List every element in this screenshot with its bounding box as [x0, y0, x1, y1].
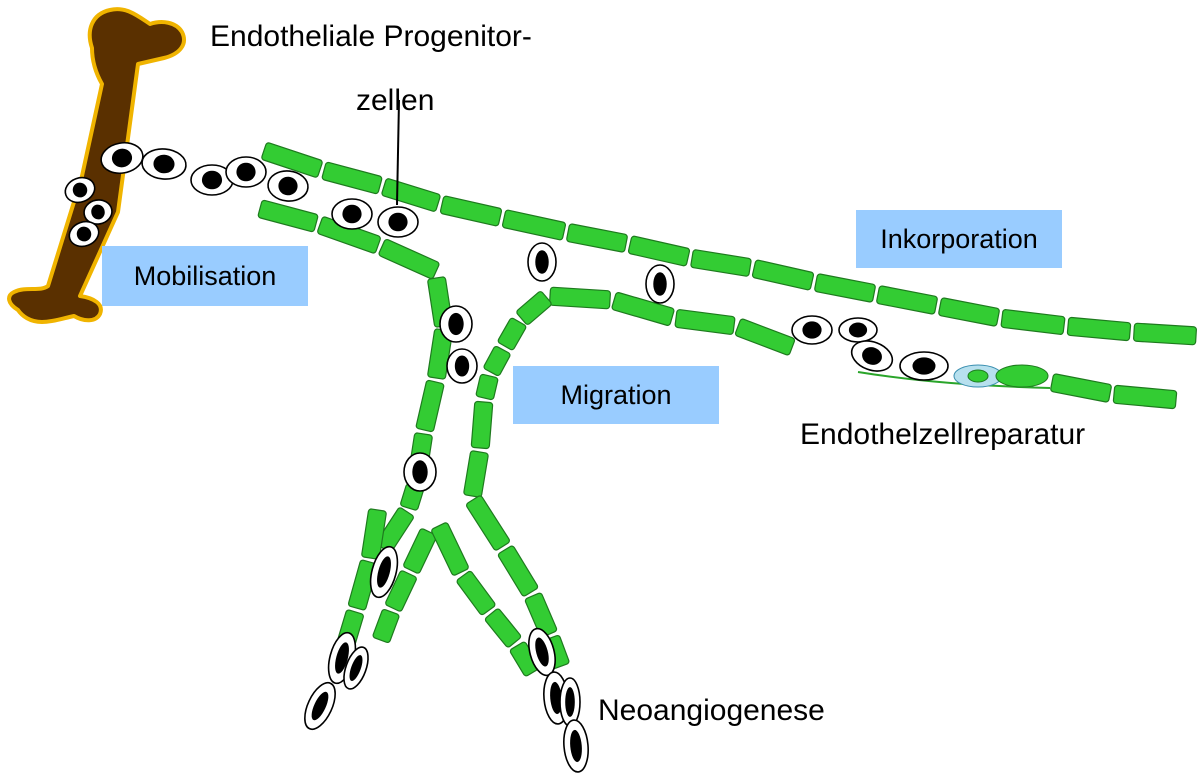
mobilisation-label: Mobilisation [102, 246, 308, 306]
progenitor-cell [378, 207, 418, 237]
vessel-right-wall-cell [483, 345, 511, 376]
neoangiogenesis-label: Neoangiogenese [598, 696, 825, 726]
vessel-right-wall-cell [497, 317, 527, 350]
progenitor-cell [332, 199, 372, 229]
vessel-upper-wall-cell [1001, 309, 1065, 334]
vessel-right-wall-cell [516, 290, 553, 325]
vessel-upper-wall-cell [322, 162, 383, 194]
vessel-branch-wall-cell [497, 545, 538, 597]
vessel-upper-wall-cell [876, 286, 937, 315]
vessel-upper-wall-cell [502, 210, 566, 241]
inkorporation-label: Inkorporation [856, 210, 1062, 268]
endothelial-repair-label: Endothelzellreparatur [800, 420, 1085, 450]
vessel-upper-wall-cell [938, 298, 999, 327]
vessel-left-wall-cell [378, 239, 440, 280]
vessel-upper-wall-cell [440, 196, 502, 227]
vessel-upper-wall-cell [752, 260, 814, 291]
progenitor-cell [447, 349, 477, 383]
progenitor-cell [560, 678, 580, 726]
vessel-lower-wall-cell [549, 287, 610, 309]
progenitor-cell [528, 243, 556, 281]
vessel-upper-wall-cell [566, 224, 627, 253]
progenitor-cell [646, 265, 674, 303]
vessel-right-wall-cell [463, 450, 488, 497]
progenitor-label-line1: Endotheliale Progenitor- [210, 22, 532, 52]
vessel-lower-wall-cell [675, 309, 735, 334]
progenitor-label-line2: zellen [356, 86, 434, 116]
vessel-left-wall-cell [258, 200, 319, 232]
progenitor-cell [839, 318, 877, 342]
vessel-lower-wall-cell [735, 318, 796, 355]
vessel-branch-wall-cell [431, 522, 469, 576]
incorporated-cell-nucleus [968, 370, 988, 382]
vessel-upper-wall-cell [628, 236, 690, 267]
vessel-right-wall-cell [471, 401, 493, 448]
vessel-upper-wall-cell [381, 178, 441, 212]
progenitor-cell [299, 678, 342, 733]
migration-label: Migration [513, 366, 719, 424]
vessel-right-wall-cell [476, 374, 499, 400]
vessel-branch-wall-cell [465, 495, 510, 551]
vessel-branch-wall-cell [372, 609, 399, 644]
vessel-branch-wall-cell [456, 570, 496, 615]
vessel-upper-wall-cell [1067, 317, 1131, 341]
progenitor-cell [562, 719, 590, 773]
progenitor-cell [141, 147, 187, 181]
progenitor-cell [404, 453, 436, 491]
progenitor-cell [267, 169, 309, 202]
vessel-lower-wall-cell [1050, 374, 1111, 403]
vessel-lower-wall-cell [1113, 385, 1177, 409]
progenitor-cell [792, 316, 832, 344]
vessel-branch-wall-cell [403, 528, 438, 574]
vessel-branch-wall-cell [484, 608, 521, 648]
vessel-upper-wall-cell [691, 249, 752, 276]
vessel-upper-wall-cell [814, 274, 875, 303]
progenitor-cell [440, 306, 472, 342]
differentiated-endothelial-cell [996, 365, 1048, 387]
progenitor-cell [226, 157, 266, 187]
vessel-left-wall-cell [416, 380, 445, 432]
vessel-upper-wall-cell [1133, 323, 1196, 345]
progenitor-cell [900, 352, 948, 380]
